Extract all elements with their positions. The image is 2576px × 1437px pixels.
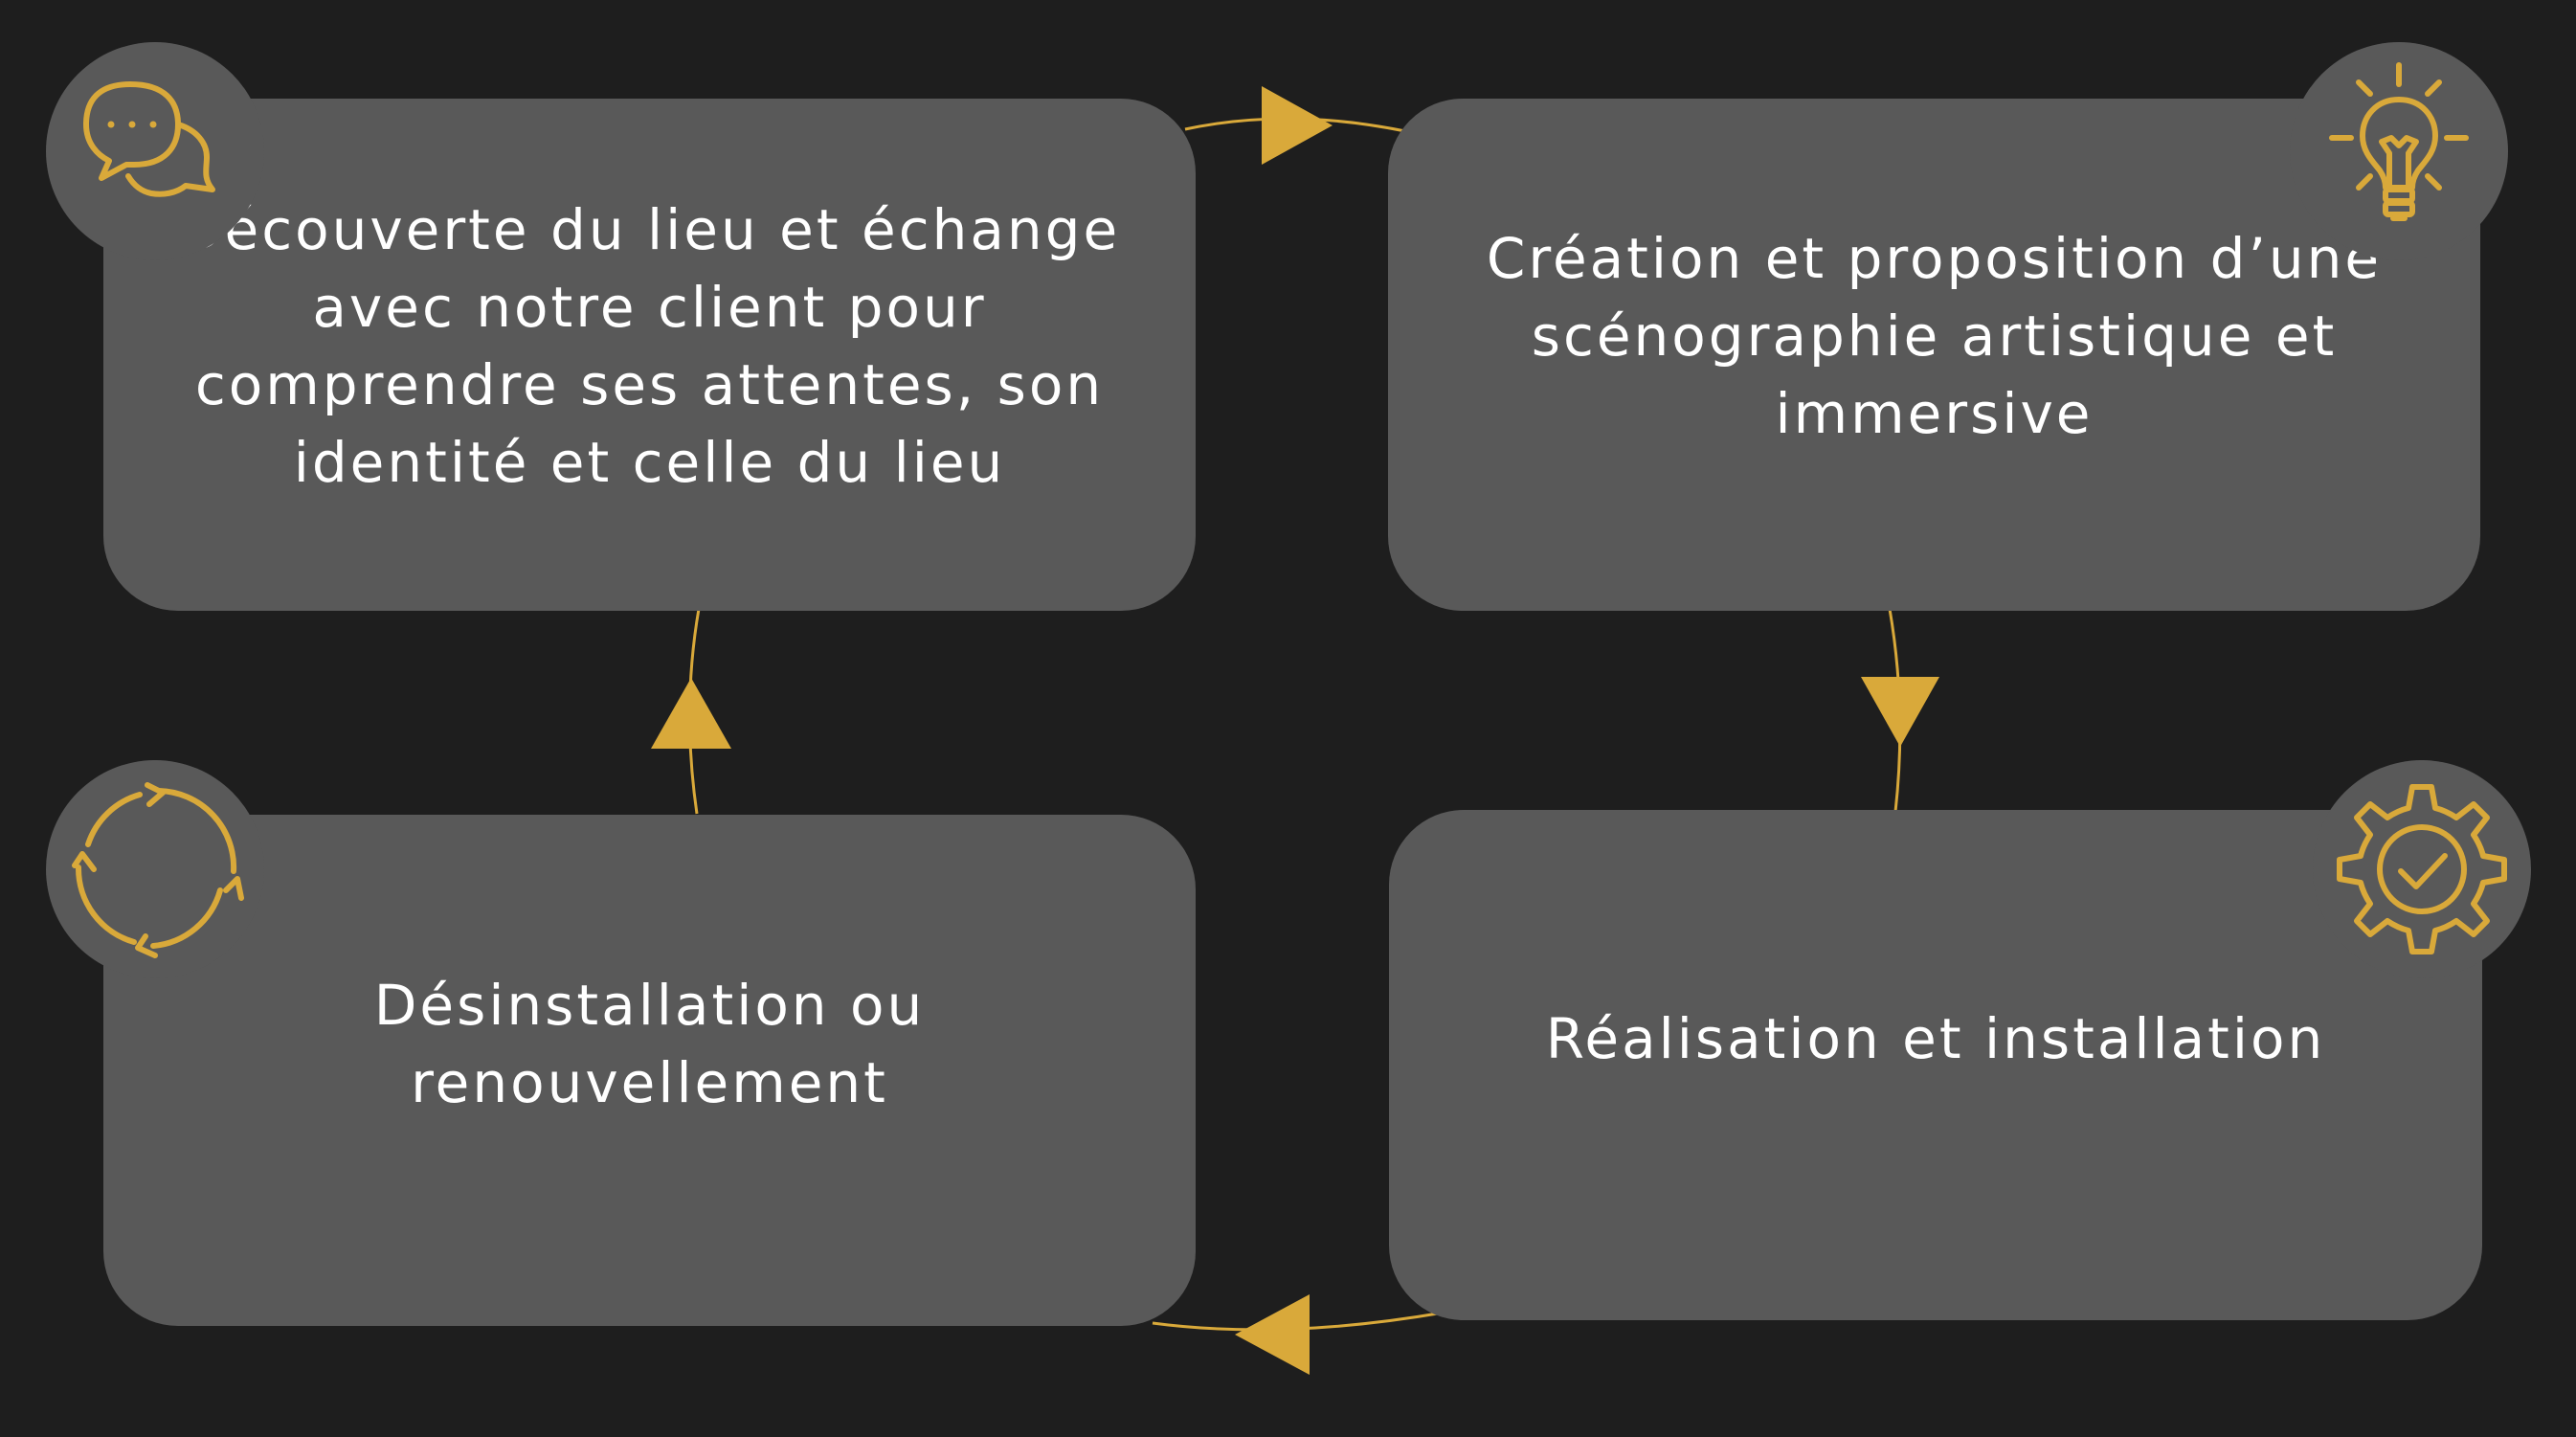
step-badge-uninstall (46, 760, 264, 978)
step-text: Découverte du lieu et échange avec notre… (178, 196, 1121, 495)
arrow-down-right (1861, 677, 1939, 747)
step-badge-discovery (46, 42, 264, 260)
arrow-right-top (1262, 86, 1333, 165)
step-text: Création et proposition d’une scénograph… (1486, 226, 2383, 446)
arrow-up-left (651, 678, 731, 749)
step-badge-creation (2290, 42, 2508, 260)
step-card-discovery: Découverte du lieu et échange avec notre… (103, 99, 1196, 611)
lightbulb-icon (2329, 62, 2469, 221)
gear-check-icon (2337, 784, 2507, 954)
arrow-left-bottom (1235, 1294, 1310, 1375)
chat-bubbles-icon (83, 81, 215, 197)
step-card-uninstall: Désinstallation ou renouvellement (103, 815, 1196, 1326)
step-text: Réalisation et installation (1545, 1005, 2326, 1071)
step-text: Désinstallation ou renouvellement (373, 972, 926, 1115)
step-card-realisation: Réalisation et installation (1389, 810, 2482, 1320)
refresh-cycle-icon (72, 782, 244, 958)
step-badge-realisation (2313, 760, 2531, 978)
